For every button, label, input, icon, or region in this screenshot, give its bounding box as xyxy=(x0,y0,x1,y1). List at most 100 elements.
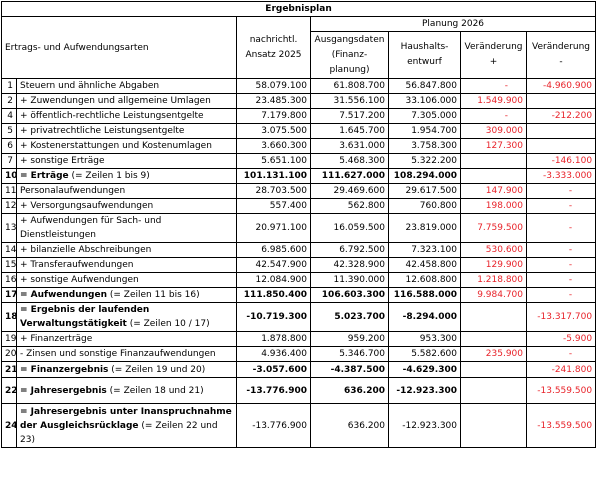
row-number: 14 xyxy=(1,242,17,258)
veraenderung-minus-value xyxy=(525,138,596,154)
veraenderung-minus-value: -241.800 xyxy=(525,361,596,378)
row-label-cell: + Kostenerstattungen und Kostenumlagen xyxy=(16,138,237,154)
haushaltsentwurf-value: 3.758.300 xyxy=(388,138,461,154)
haushaltsentwurf-value: 7.305.000 xyxy=(388,108,461,124)
haushaltsentwurf-value: 33.106.000 xyxy=(388,93,461,109)
veraenderung-plus-value: 7.759.500 xyxy=(460,213,527,243)
veraenderung-minus-value: -13.559.500 xyxy=(525,403,596,448)
veraenderung-plus-value xyxy=(460,361,527,378)
ansatz-value: 12.084.900 xyxy=(236,272,311,288)
row-number: 19 xyxy=(1,331,17,347)
row-label-cell: + sonstige Erträge xyxy=(16,153,237,169)
row-label-cell: + Aufwendungen für Sach- und Dienstleist… xyxy=(16,213,237,243)
ausgangsdaten-value: 562.800 xyxy=(310,198,389,214)
row-label-cell: + Transferaufwendungen xyxy=(16,257,237,273)
row-label: + privatrechtliche Leistungsentgelte xyxy=(20,126,185,136)
haushaltsentwurf-value: -4.629.300 xyxy=(388,361,461,378)
veraenderung-minus-value: -13.559.500 xyxy=(525,377,596,404)
ausgangsdaten-value: 106.603.300 xyxy=(310,287,389,303)
row-label: Personalaufwendungen xyxy=(20,186,126,196)
row-number: 1 xyxy=(1,78,17,94)
row-label: = Ergebnis der laufenden Verwaltungstäti… xyxy=(20,305,150,329)
row-label-cell: Steuern und ähnliche Abgaben xyxy=(16,78,237,94)
ausgangsdaten-value: 61.808.700 xyxy=(310,78,389,94)
row-number: 2 xyxy=(1,93,17,109)
row-label-cell: = Aufwendungen (= Zeilen 11 bis 16) xyxy=(16,287,237,303)
veraenderung-minus-value: - xyxy=(525,346,596,362)
row-label: + Finanzerträge xyxy=(20,334,93,344)
table-row: 18= Ergebnis der laufenden Verwaltungstä… xyxy=(1,302,596,332)
veraenderung-minus-value: - xyxy=(525,183,596,199)
ansatz-value: 58.079.100 xyxy=(236,78,311,94)
row-label: + bilanzielle Abschreibungen xyxy=(20,245,152,255)
ausgangsdaten-value: 16.059.500 xyxy=(310,213,389,243)
ausgangsdaten-value: 6.792.500 xyxy=(310,242,389,258)
veraenderung-minus-value xyxy=(525,93,596,109)
table-row: 17= Aufwendungen (= Zeilen 11 bis 16)111… xyxy=(1,287,596,303)
ansatz-value: 7.179.800 xyxy=(236,108,311,124)
ausgangsdaten-value: 1.645.700 xyxy=(310,123,389,139)
row-number: 12 xyxy=(1,198,17,214)
row-number: 17 xyxy=(1,287,17,303)
row-label-cell: + sonstige Aufwendungen xyxy=(16,272,237,288)
row-number: 18 xyxy=(1,302,17,332)
header-veraenderung-minus: Veränderung - xyxy=(525,31,596,79)
row-number: 7 xyxy=(1,153,17,169)
ansatz-value: 42.547.900 xyxy=(236,257,311,273)
haushaltsentwurf-value: -8.294.000 xyxy=(388,302,461,332)
table-row: 10= Erträge (= Zeilen 1 bis 9)101.131.10… xyxy=(1,168,596,184)
ansatz-value: 28.703.500 xyxy=(236,183,311,199)
title-row: Ergebnisplan xyxy=(0,1,596,17)
veraenderung-minus-value: - xyxy=(525,242,596,258)
haushaltsentwurf-value: 23.819.000 xyxy=(388,213,461,243)
veraenderung-minus-value: -13.317.700 xyxy=(525,302,596,332)
ansatz-value: 3.075.500 xyxy=(236,123,311,139)
ansatz-value: 4.936.400 xyxy=(236,346,311,362)
veraenderung-plus-value xyxy=(460,302,527,332)
ansatz-value: 111.850.400 xyxy=(236,287,311,303)
row-number: 5 xyxy=(1,123,17,139)
row-label-note: (= Zeilen 10 / 17) xyxy=(126,319,210,329)
row-label-note: (= Zeilen 22 und 23) xyxy=(20,420,218,445)
veraenderung-plus-value: 309.000 xyxy=(460,123,527,139)
row-label-cell: = Ergebnis der laufenden Verwaltungstäti… xyxy=(16,302,237,332)
row-label-cell: = Jahresergebnis (= Zeilen 18 und 21) xyxy=(16,377,237,404)
veraenderung-minus-value: - xyxy=(525,272,596,288)
row-number: 11 xyxy=(1,183,17,199)
row-label: + Transferaufwendungen xyxy=(20,260,134,270)
veraenderung-plus-value: 1.218.800 xyxy=(460,272,527,288)
veraenderung-minus-value: - xyxy=(525,257,596,273)
haushaltsentwurf-value: 29.617.500 xyxy=(388,183,461,199)
haushaltsentwurf-value: 5.322.200 xyxy=(388,153,461,169)
veraenderung-plus-value xyxy=(460,377,527,404)
row-label-note: (= Zeilen 1 bis 9) xyxy=(68,171,150,181)
veraenderung-minus-value: -146.100 xyxy=(525,153,596,169)
row-label-cell: + Versorgungsaufwendungen xyxy=(16,198,237,214)
veraenderung-plus-value: 9.984.700 xyxy=(460,287,527,303)
ausgangsdaten-value: 3.631.000 xyxy=(310,138,389,154)
ansatz-value: 5.651.100 xyxy=(236,153,311,169)
ausgangsdaten-value: -4.387.500 xyxy=(310,361,389,378)
row-number: 22 xyxy=(1,377,17,404)
row-label-cell: - Zinsen und sonstige Finanzaufwendungen xyxy=(16,346,237,362)
ansatz-value: -10.719.300 xyxy=(236,302,311,332)
row-label-cell: Personalaufwendungen xyxy=(16,183,237,199)
veraenderung-plus-value: 147.900 xyxy=(460,183,527,199)
veraenderung-plus-value: 129.900 xyxy=(460,257,527,273)
row-number: 4 xyxy=(1,108,17,124)
row-label: = Erträge xyxy=(20,171,69,181)
row-label-cell: = Jahresergebnis unter Inanspruchnahme d… xyxy=(16,403,237,448)
table-row: 4+ öffentlich-rechtliche Leistungsentgel… xyxy=(1,108,596,124)
header-label-column: Ertrags- und Aufwendungsarten xyxy=(1,16,237,79)
row-number: 10 xyxy=(1,168,17,184)
veraenderung-plus-value: - xyxy=(460,78,527,94)
table-title: Ergebnisplan xyxy=(0,1,596,17)
